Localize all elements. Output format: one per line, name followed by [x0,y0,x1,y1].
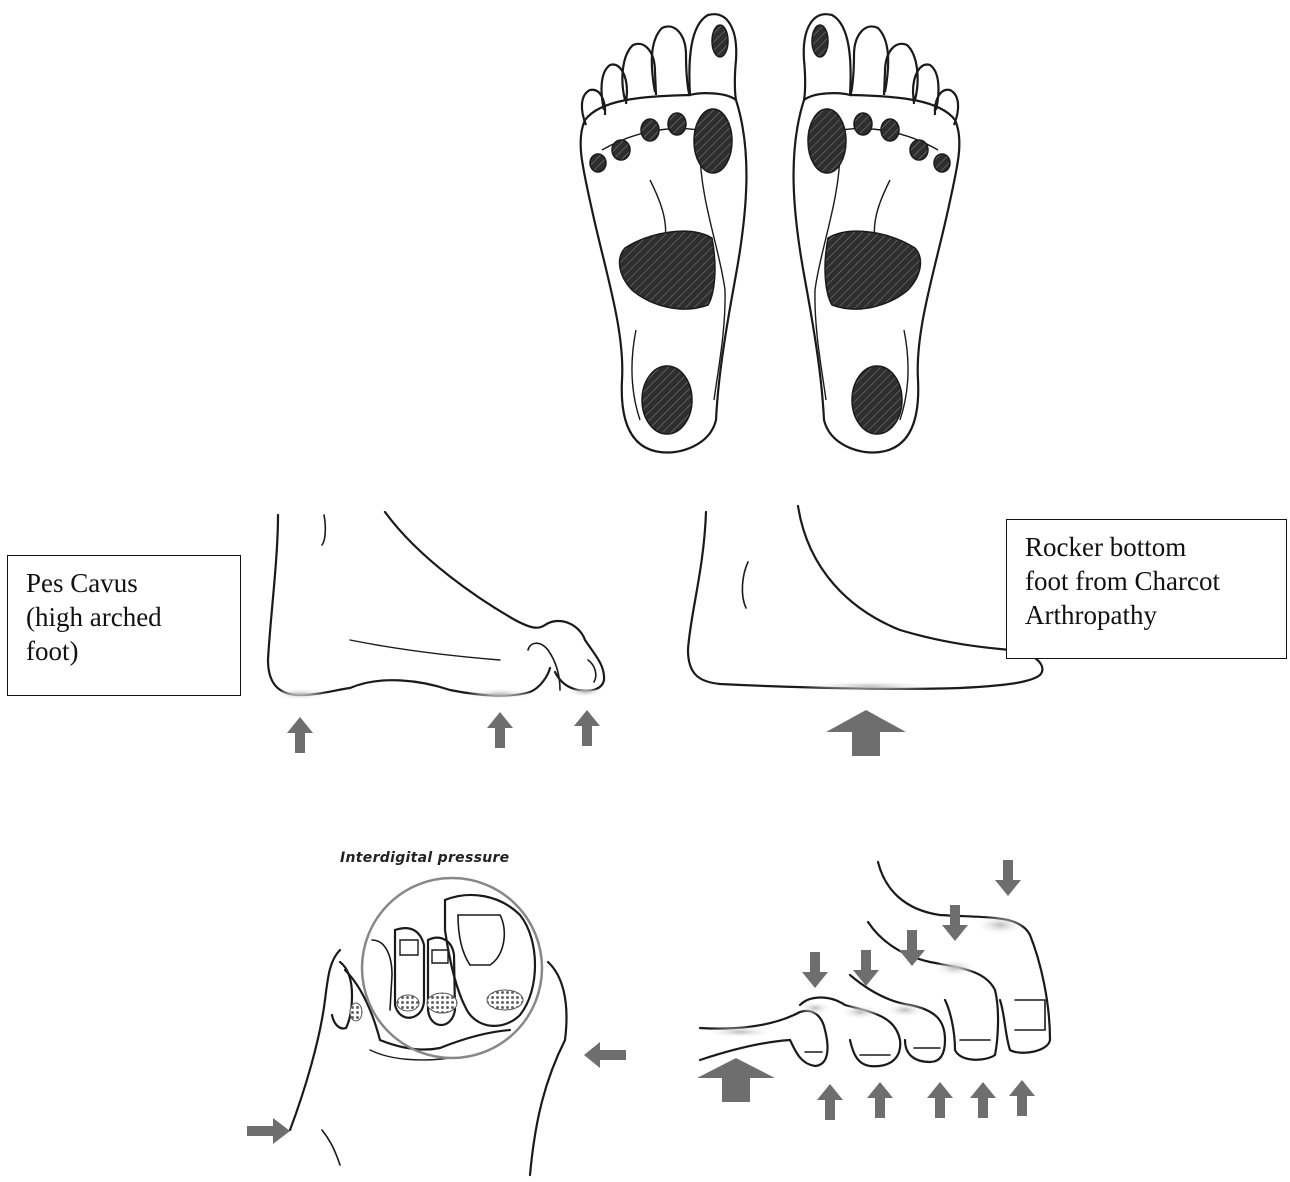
pes-cavus-label: Pes Cavus (high arched foot) [7,555,241,696]
pressure-arrow-up-icon [817,1084,843,1120]
right-sole-pressure-areas [808,25,950,434]
pes-cavus-heel-pressure-shade [272,688,328,700]
pressure-arrow-up-icon [287,717,313,753]
pressure-arrow-left-icon [584,1042,626,1068]
rocker-bottom-foot-drawing [688,506,1042,689]
interdigital-pressure-caption: Interdigital pressure [340,850,540,866]
pressure-arrow-up-large-icon [826,710,906,756]
pes-cavus-forefoot-pressure-shade [466,688,534,700]
rocker-bottom-pressure-shade [800,681,940,691]
pressure-arrow-up-icon [487,712,513,748]
rocker-bottom-label-line: Rocker bottom [1025,530,1272,564]
pressure-arrow-up-large-icon [697,1058,775,1102]
interdigital-foot-drawing [290,895,566,1175]
pressure-arrow-up-icon [574,710,600,746]
pes-cavus-label-line: Pes Cavus [26,566,226,600]
pressure-arrow-up-icon [970,1082,996,1118]
pressure-arrow-down-icon [995,860,1021,896]
pes-cavus-foot-drawing [268,512,604,696]
pes-cavus-label-line: (high arched [26,600,226,634]
pressure-arrow-down-icon [942,905,968,941]
pes-cavus-label-line: foot) [26,634,226,668]
rocker-bottom-label-line: Arthropathy [1025,598,1272,632]
pes-cavus-toe-pressure-shade [567,687,603,697]
rocker-bottom-label: Rocker bottom foot from Charcot Arthropa… [1006,519,1287,659]
left-sole-pressure-areas [590,25,732,434]
rocker-bottom-label-line: foot from Charcot [1025,564,1272,598]
pressure-arrow-right-icon [247,1118,290,1144]
pressure-arrow-down-icon [802,952,828,988]
pressure-arrow-up-icon [927,1082,953,1118]
pressure-arrow-up-icon [1009,1080,1035,1116]
pressure-arrow-up-icon [867,1082,893,1118]
